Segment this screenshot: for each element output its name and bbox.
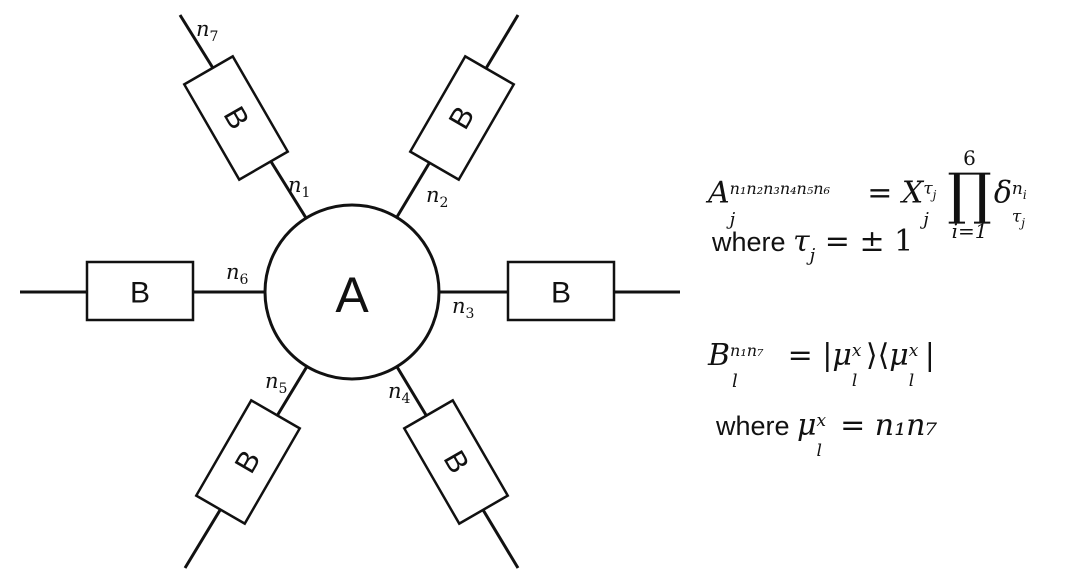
index-n2: n2 [426,183,448,211]
tau-symbol: τ [793,224,810,259]
index-n6: n6 [226,260,249,288]
mu-value: = n₁n₇ [830,408,938,443]
mu-ket-sub: l [851,371,858,391]
a-equals: = [857,175,902,211]
mu-bra-sup: x [908,341,919,361]
mu-symbol: μ [797,408,817,443]
delta-sub-tau: τ [1011,206,1022,227]
where-label: where [712,227,794,257]
b-symbol: B [708,338,731,373]
a-superscript: n₁n₂n₃n₄n₅n₆ [729,178,830,198]
tau-condition: where τj = ± 1 [712,224,914,266]
x-sup-tau: τ [923,178,933,199]
index-n3: n3 [452,294,474,322]
where-label: where [716,411,798,441]
tau-value: = ± 1 [815,224,914,259]
mu-ket-sup: x [851,341,862,361]
a-tensor-node: A [263,203,441,381]
b-label: B [130,277,150,310]
product-upper-limit: 6 [963,146,976,170]
x-sup-tau-sub: j [932,187,937,202]
delta-sub-j: j [1021,215,1026,230]
mu-ket: μ [832,338,852,373]
a-label: A [335,267,369,323]
x-subscript: j [923,208,929,230]
mu-sub: l [816,441,822,461]
delta-sup-i: i [1022,187,1027,202]
mu-bra-sub: l [908,371,915,391]
b-tensor-right: B [506,260,616,322]
product-lower-limit: i=1 [951,219,988,244]
x-symbol: X [901,175,924,211]
index-n7: n7 [196,17,218,45]
b-label: B [551,277,571,310]
bra-close: | [924,338,935,373]
b-tensor-top-left: B [182,54,290,182]
mu-bra: μ [889,338,909,373]
product-symbol: ∏ [947,162,992,227]
bra-ket-mid: ⟩⟨ [865,338,890,373]
a-subscript: j [729,208,736,230]
b-tensor-bottom-left: B [194,398,302,526]
delta-symbol: δ [993,175,1012,211]
b-tensor-bottom-right: B [402,398,510,526]
index-n5: n5 [265,369,287,397]
b-subscript: l [732,371,738,392]
tensor-network-diagram: B B B B B B A n7 n1 n2 n6 n3 n5 n4 [20,14,680,569]
index-n4: n4 [388,379,411,407]
b-superscript: n₁n₇ [730,341,764,360]
a-symbol: A [708,175,730,211]
b-tensor-top-right: B [408,54,516,182]
index-n1: n1 [288,173,310,201]
product-operator: 6∏i=1 [947,148,992,241]
tau-subscript: j [809,245,816,266]
b-equals: = | [778,338,833,373]
mu-sup: x [816,411,827,431]
delta-sup-n: n [1011,178,1023,199]
b-tensor-left: B [85,260,195,322]
